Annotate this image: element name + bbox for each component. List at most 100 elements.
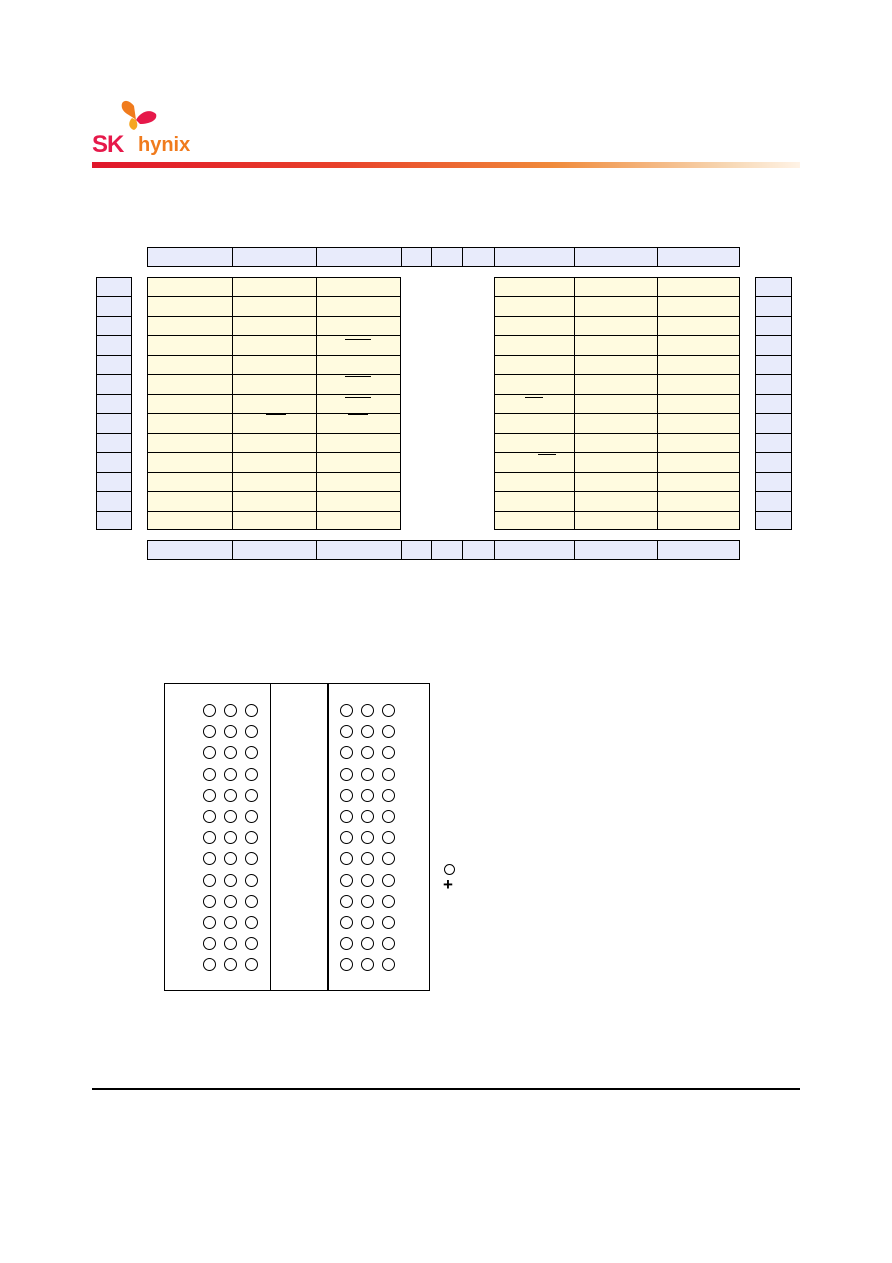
solder-ball-icon bbox=[361, 704, 374, 717]
header-column-divider bbox=[657, 247, 658, 267]
solder-ball-icon bbox=[382, 916, 395, 929]
solder-ball-icon bbox=[361, 895, 374, 908]
solder-ball-icon bbox=[340, 916, 353, 929]
overbar-mark bbox=[266, 414, 286, 415]
solder-ball-icon bbox=[382, 831, 395, 844]
header-column-divider bbox=[232, 540, 233, 560]
solder-ball-icon bbox=[224, 746, 237, 759]
overbar-mark bbox=[345, 339, 371, 340]
table-row-divider bbox=[494, 374, 740, 375]
header-column-divider bbox=[401, 247, 402, 267]
overbar-mark bbox=[345, 397, 371, 398]
solder-ball-icon bbox=[382, 768, 395, 781]
table-row-divider bbox=[494, 472, 740, 473]
table-row-divider bbox=[147, 433, 401, 434]
table-row-divider bbox=[755, 452, 792, 453]
solder-ball-icon bbox=[382, 958, 395, 971]
solder-ball-icon bbox=[361, 725, 374, 738]
header-column-divider bbox=[431, 540, 432, 560]
solder-ball-icon bbox=[245, 958, 258, 971]
solder-ball-icon bbox=[203, 958, 216, 971]
table-row-divider bbox=[755, 511, 792, 512]
table-row-divider bbox=[494, 335, 740, 336]
panel-divider bbox=[270, 684, 271, 990]
table-row-divider bbox=[755, 335, 792, 336]
solder-ball-icon bbox=[361, 831, 374, 844]
overbar-mark bbox=[525, 397, 543, 398]
solder-ball-icon bbox=[245, 746, 258, 759]
table-row-divider bbox=[494, 296, 740, 297]
solder-ball-icon bbox=[382, 746, 395, 759]
footer-rule bbox=[92, 1088, 800, 1090]
solder-ball-icon bbox=[224, 874, 237, 887]
table-row-divider bbox=[755, 491, 792, 492]
solder-ball-icon bbox=[203, 789, 216, 802]
header-column-divider bbox=[431, 247, 432, 267]
solder-ball-icon bbox=[203, 810, 216, 823]
solder-ball-icon bbox=[224, 937, 237, 950]
header-column-divider bbox=[316, 540, 317, 560]
table-row-divider bbox=[147, 296, 401, 297]
solder-ball-icon bbox=[203, 874, 216, 887]
table-row-index-left bbox=[96, 277, 132, 530]
solder-ball-icon bbox=[340, 725, 353, 738]
solder-ball-icon bbox=[361, 852, 374, 865]
table-row-divider bbox=[494, 355, 740, 356]
solder-ball-icon bbox=[382, 810, 395, 823]
solder-ball-icon bbox=[361, 937, 374, 950]
table-row-divider bbox=[96, 433, 132, 434]
table-row-divider bbox=[96, 355, 132, 356]
solder-ball-icon bbox=[245, 831, 258, 844]
table-header-top bbox=[147, 247, 740, 267]
butterfly-logo-icon bbox=[121, 100, 157, 130]
header-column-divider bbox=[462, 540, 463, 560]
table-row-divider bbox=[494, 316, 740, 317]
solder-ball-icon bbox=[203, 937, 216, 950]
table-row-divider bbox=[147, 413, 401, 414]
solder-ball-icon bbox=[224, 958, 237, 971]
solder-ball-icon bbox=[340, 958, 353, 971]
solder-ball-icon bbox=[340, 874, 353, 887]
solder-ball-icon bbox=[203, 831, 216, 844]
header-column-divider bbox=[316, 247, 317, 267]
solder-ball-icon bbox=[203, 725, 216, 738]
table-row-divider bbox=[96, 374, 132, 375]
table-row-divider bbox=[147, 472, 401, 473]
solder-ball-icon bbox=[203, 768, 216, 781]
logo-text-hynix: hynix bbox=[138, 134, 191, 156]
overbar-mark bbox=[348, 414, 368, 415]
solder-ball-icon bbox=[340, 937, 353, 950]
table-row-divider bbox=[494, 511, 740, 512]
header-column-divider bbox=[574, 247, 575, 267]
table-row-divider bbox=[755, 374, 792, 375]
table-column-divider bbox=[574, 277, 575, 530]
overbar-mark bbox=[538, 454, 556, 455]
solder-ball-icon bbox=[361, 916, 374, 929]
solder-ball-icon bbox=[340, 704, 353, 717]
solder-ball-icon bbox=[245, 937, 258, 950]
solder-ball-icon bbox=[382, 789, 395, 802]
solder-ball-icon bbox=[382, 895, 395, 908]
solder-ball-icon bbox=[245, 768, 258, 781]
solder-ball-icon bbox=[224, 895, 237, 908]
table-row-divider bbox=[96, 316, 132, 317]
table-row-divider bbox=[147, 335, 401, 336]
table-body-left bbox=[147, 277, 401, 530]
solder-ball-icon bbox=[203, 746, 216, 759]
table-row-divider bbox=[96, 335, 132, 336]
table-row-divider bbox=[96, 296, 132, 297]
solder-ball-icon bbox=[224, 916, 237, 929]
table-column-divider bbox=[316, 277, 317, 530]
table-row-divider bbox=[755, 472, 792, 473]
solder-ball-icon bbox=[340, 831, 353, 844]
table-row-divider bbox=[96, 511, 132, 512]
solder-ball-icon bbox=[382, 704, 395, 717]
table-row-divider bbox=[147, 374, 401, 375]
ball-grid-diagram bbox=[164, 683, 430, 991]
table-body-right bbox=[494, 277, 740, 530]
table-row-divider bbox=[96, 394, 132, 395]
solder-ball-icon bbox=[203, 704, 216, 717]
table-column-divider bbox=[657, 277, 658, 530]
solder-ball-icon bbox=[340, 746, 353, 759]
solder-ball-icon bbox=[245, 895, 258, 908]
